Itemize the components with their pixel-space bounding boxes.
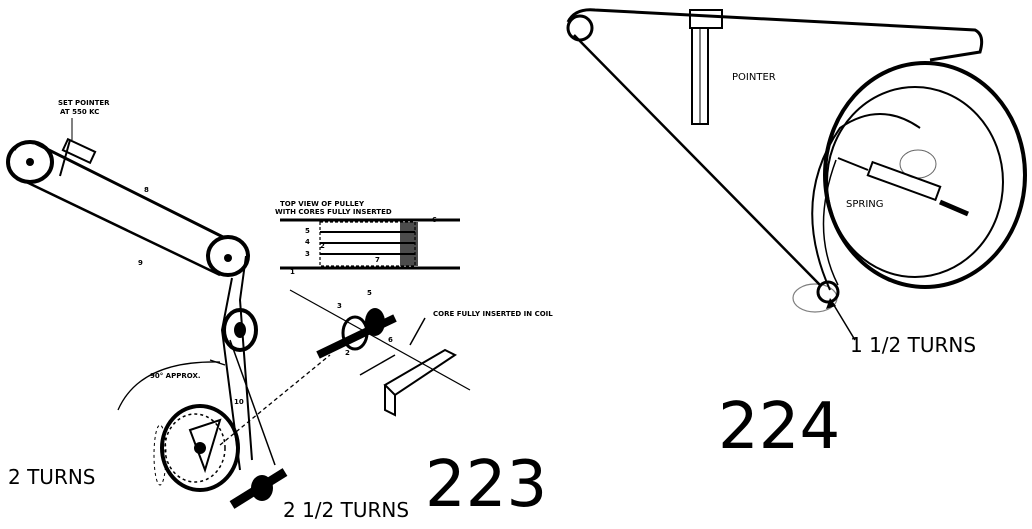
figure-number-224: 224 [718, 390, 840, 464]
callout-6: 6 [432, 216, 437, 224]
idler-pulley-bottom [816, 280, 840, 304]
callout-8: 8 [144, 186, 149, 194]
figure-number-223: 223 [425, 448, 547, 522]
turns-label-224: 1 1/2 TURNS [850, 333, 976, 357]
core-note: CORE FULLY INSERTED IN COIL [433, 310, 553, 318]
idler-pulley-bottom-shadow [792, 283, 838, 313]
figure-223: SET POINTER AT 550 KC TOP VIEW OF PULLEY… [6, 99, 553, 522]
top-view-inset [280, 218, 460, 270]
dial-cord-224 [566, 8, 984, 291]
callout-5: 5 [305, 227, 310, 235]
turns-right-label: 2 1/2 TURNS [283, 498, 409, 522]
large-drum [823, 61, 1027, 289]
callout-2: 2 [320, 242, 325, 250]
coil-callout-3: 3 [337, 302, 342, 310]
turns-left-label: 2 TURNS [8, 465, 96, 489]
tuning-drum [153, 404, 240, 492]
angle-note: 90° APPROX. [150, 372, 201, 380]
callout-9: 9 [138, 259, 143, 267]
dial-cord [12, 140, 276, 471]
idler-pulley-top [566, 14, 594, 42]
callout-1: 1 [290, 268, 295, 276]
coil-assembly [289, 289, 471, 417]
spring-label: SPRING [846, 199, 884, 210]
figure-224: POINTER SPRING 1 1/2 TURNS 224 [566, 8, 1027, 464]
set-pointer-note-line2: AT 550 KC [60, 108, 99, 116]
pointer-clip [59, 137, 97, 177]
top-view-title-line1: TOP VIEW OF PULLEY [280, 200, 365, 208]
callout-3: 3 [305, 250, 310, 258]
pointer-label: POINTER [732, 72, 776, 83]
tension-spring [837, 157, 969, 217]
middle-pulley [222, 308, 258, 352]
right-idler-pulley [206, 235, 250, 277]
angle-indicator [117, 359, 226, 411]
callout-10: 10 [234, 398, 244, 406]
coil-callout-5: 5 [367, 289, 372, 297]
dial-pointer [689, 9, 723, 125]
tuning-shaft [229, 468, 288, 509]
callout-7: 7 [375, 256, 380, 264]
callout-4: 4 [305, 238, 310, 246]
set-pointer-note-line1: SET POINTER [58, 99, 110, 107]
coil-callout-6: 6 [388, 336, 393, 344]
top-view-title-line2: WITH CORES FULLY INSERTED [275, 208, 392, 216]
coil-callout-2: 2 [345, 349, 350, 357]
